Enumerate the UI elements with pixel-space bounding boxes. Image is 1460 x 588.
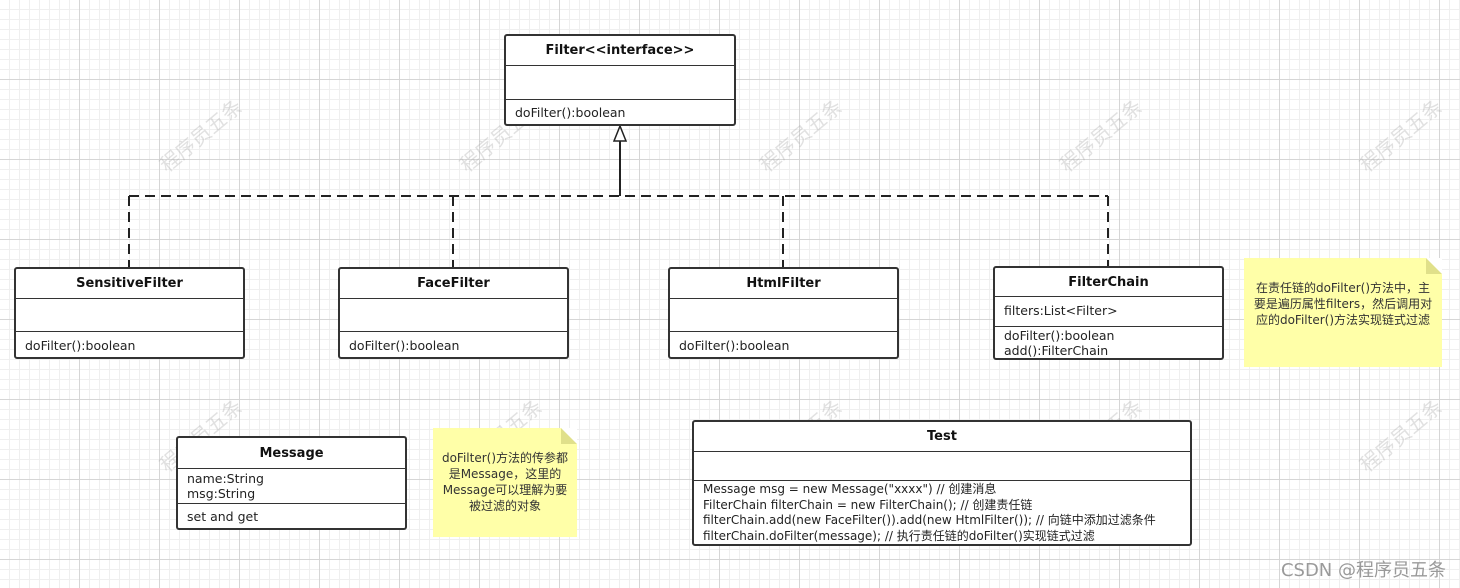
note-message: doFilter()方法的传参都是Message，这里的Message可以理解为…: [433, 428, 577, 537]
class-methods: doFilter():boolean: [670, 332, 897, 357]
method-line: add():FilterChain: [1004, 343, 1109, 358]
method-line: doFilter():boolean: [515, 105, 626, 120]
attribute-line: name:String: [187, 471, 264, 486]
note-fold-corner: [1426, 258, 1442, 274]
footer-credit: CSDN @程序员五条: [1280, 560, 1446, 581]
class-attributes: [506, 66, 734, 100]
class-name: HtmlFilter: [670, 269, 897, 299]
method-line: doFilter():boolean: [349, 338, 460, 353]
class-filter-chain[interactable]: FilterChain filters:List<Filter> doFilte…: [993, 266, 1224, 360]
method-line: filterChain.doFilter(message); // 执行责任链的…: [703, 528, 1095, 543]
method-line: doFilter():boolean: [679, 338, 790, 353]
method-line: doFilter():boolean: [1004, 328, 1115, 343]
note-text: 在责任链的doFilter()方法中，主要是遍历属性filters，然后调用对应…: [1253, 281, 1433, 327]
method-line: FilterChain filterChain = new FilterChai…: [703, 497, 1033, 512]
class-face-filter[interactable]: FaceFilter doFilter():boolean: [338, 267, 569, 359]
class-name: Test: [694, 422, 1190, 452]
class-methods: set and get: [178, 504, 405, 528]
realization-arrowhead: [612, 123, 628, 142]
class-sensitive-filter[interactable]: SensitiveFilter doFilter():boolean: [14, 267, 245, 359]
class-name: SensitiveFilter: [16, 269, 243, 299]
method-line: set and get: [187, 509, 259, 524]
class-name: Message: [178, 438, 405, 469]
class-methods: doFilter():boolean: [340, 332, 567, 357]
method-line: doFilter():boolean: [25, 338, 136, 353]
class-html-filter[interactable]: HtmlFilter doFilter():boolean: [668, 267, 899, 359]
attribute-line: filters:List<Filter>: [1004, 303, 1118, 319]
class-methods: Message msg = new Message("xxxx") // 创建消…: [694, 481, 1190, 544]
class-attributes: [694, 452, 1190, 481]
class-filter[interactable]: Filter<<interface>> doFilter():boolean: [504, 34, 736, 126]
class-message[interactable]: Message name:String msg:String set and g…: [176, 436, 407, 530]
method-line: filterChain.add(new FaceFilter()).add(ne…: [703, 513, 1156, 527]
class-attributes: [340, 299, 567, 332]
class-attributes: [670, 299, 897, 332]
class-attributes: name:String msg:String: [178, 469, 405, 504]
class-name: Filter<<interface>>: [506, 36, 734, 66]
method-line: Message msg = new Message("xxxx") // 创建消…: [703, 482, 997, 496]
attribute-line: msg:String: [187, 486, 256, 501]
class-name: FilterChain: [995, 268, 1222, 298]
class-attributes: [16, 299, 243, 332]
class-name: FaceFilter: [340, 269, 567, 299]
note-fold-corner: [561, 428, 577, 444]
class-test[interactable]: Test Message msg = new Message("xxxx") /…: [692, 420, 1192, 546]
class-methods: doFilter():boolean: [16, 332, 243, 357]
note-filter-chain: 在责任链的doFilter()方法中，主要是遍历属性filters，然后调用对应…: [1244, 258, 1442, 367]
note-text: doFilter()方法的传参都是Message，这里的Message可以理解为…: [441, 451, 569, 513]
class-methods: doFilter():boolean: [506, 100, 734, 124]
class-attributes: filters:List<Filter>: [995, 297, 1222, 327]
class-methods: doFilter():boolean add():FilterChain: [995, 327, 1222, 358]
